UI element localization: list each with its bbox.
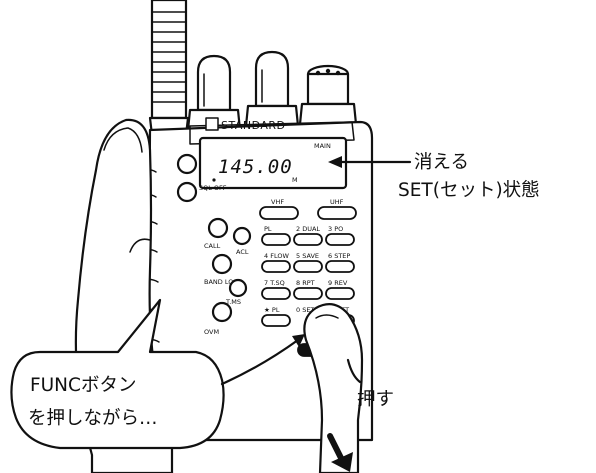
bnc-connector xyxy=(298,64,358,126)
keypad-key-label: 9 REV xyxy=(328,279,348,287)
svg-text:UHF: UHF xyxy=(330,198,344,206)
band-lock-key[interactable] xyxy=(211,253,233,275)
keypad-key-label: 6 STEP xyxy=(328,252,350,260)
lcd-display: MAIN 145.00 M xyxy=(198,136,348,190)
svg-text:STANDARD: STANDARD xyxy=(221,119,286,132)
antenna-icon xyxy=(148,0,190,137)
display-frequency: 145.00 xyxy=(218,156,293,178)
sql-off-label: SQL OFF xyxy=(199,184,227,192)
keypad-key[interactable] xyxy=(261,287,291,300)
keypad-key-label: ★ PL xyxy=(264,306,280,314)
keypad-key[interactable] xyxy=(261,260,291,273)
left-round-keys: CALL ACL BAND LOCK T.MS OVM xyxy=(204,217,252,336)
keypad-key[interactable] xyxy=(325,260,355,273)
keypad-key[interactable] xyxy=(325,287,355,300)
pressing-finger xyxy=(303,303,364,473)
keypad-key[interactable] xyxy=(325,233,355,246)
keypad-key[interactable] xyxy=(261,314,291,327)
side-buttons: SQL OFF xyxy=(176,153,227,203)
callout-set-state-text: SET(セット)状態 xyxy=(398,180,540,201)
bubble-line-1: FUNCボタン xyxy=(30,375,136,396)
keypad-key-label: 5 SAVE xyxy=(296,252,319,260)
svg-text:VHF: VHF xyxy=(271,198,284,206)
keypad-key-label: 4 FLOW xyxy=(264,252,289,260)
keypad-key[interactable] xyxy=(293,260,323,273)
keypad-key-label: 8 RPT xyxy=(296,279,315,287)
vhf-key[interactable] xyxy=(259,206,299,220)
keypad-key-label: PL xyxy=(264,225,272,233)
keypad-key[interactable] xyxy=(261,233,291,246)
keypad-key[interactable] xyxy=(293,287,323,300)
keypad-key-label: 7 T.SQ xyxy=(264,279,285,287)
keypad-key[interactable] xyxy=(293,233,323,246)
band-keys: VHF UHF xyxy=(259,198,357,220)
brand-label: STANDARD xyxy=(205,117,286,132)
display-m-label: M xyxy=(292,176,298,184)
svg-text:ACL: ACL xyxy=(236,248,249,256)
callout-vanish-text: 消える xyxy=(414,152,469,173)
squelch-knob[interactable] xyxy=(244,50,300,128)
keypad-key-label: 3 PO xyxy=(328,225,343,233)
svg-text:T.MS: T.MS xyxy=(225,298,241,306)
light-button[interactable] xyxy=(176,153,198,175)
svg-text:OVM: OVM xyxy=(204,328,219,336)
call-key[interactable] xyxy=(207,217,229,239)
bubble-line-2: を押しながら… xyxy=(28,408,158,429)
display-main-label: MAIN xyxy=(314,142,331,150)
speech-bubble: FUNCボタン を押しながら… xyxy=(10,298,305,450)
sql-off-button[interactable] xyxy=(176,181,198,203)
acl-key[interactable] xyxy=(232,226,252,246)
uhf-key[interactable] xyxy=(317,206,357,220)
svg-text:BAND LOCK: BAND LOCK xyxy=(204,278,243,286)
press-callout: 押す xyxy=(346,358,394,410)
press-text: 押す xyxy=(357,389,394,410)
ovm-key[interactable] xyxy=(211,301,233,323)
keypad-key-label: 2 DUAL xyxy=(296,225,320,233)
down-arrow-icon xyxy=(327,433,353,472)
display-callout: 消える SET(セット)状態 xyxy=(328,152,540,201)
tms-key[interactable] xyxy=(228,278,248,298)
keypad-key-label: 0 SET xyxy=(296,306,314,314)
keypad: PL 2 DUAL 3 PO 4 FLOW 5 SAVE 6 STEP 7 T.SQ 8 RP… xyxy=(261,225,355,327)
svg-text:CALL: CALL xyxy=(204,242,221,250)
